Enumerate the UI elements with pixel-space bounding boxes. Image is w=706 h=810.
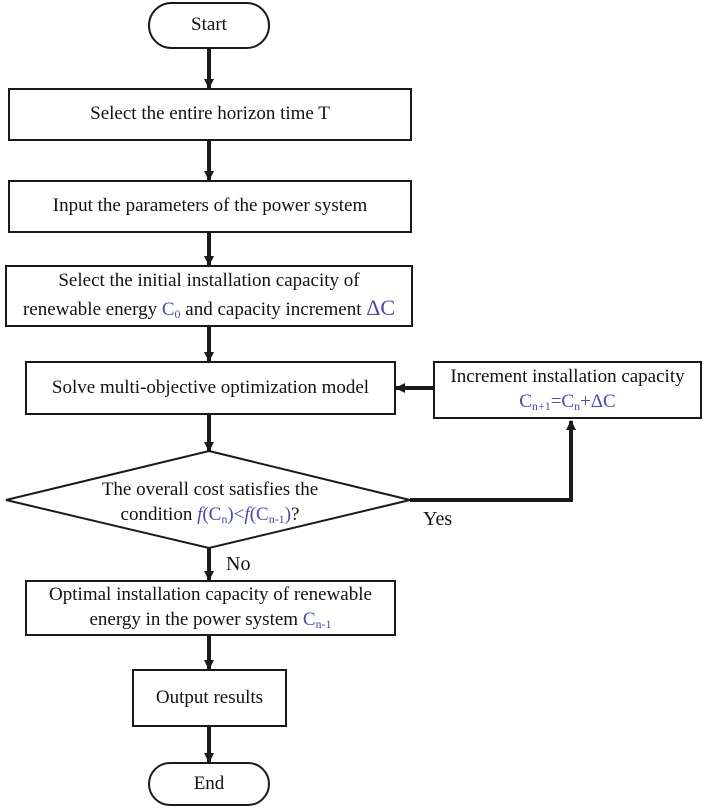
select-horizon-box: Select the entire horizon time T	[8, 88, 412, 141]
c0-subscript: 0	[174, 307, 181, 321]
select-initial-capacity-box: Select the initial installation capacity…	[5, 265, 413, 327]
decision-line1: The overall cost satisfies the	[101, 479, 319, 500]
decision-p2c: )	[284, 503, 292, 525]
optimal-c-base: C	[302, 609, 316, 630]
output-results-label: Output results	[155, 686, 264, 708]
decision-f1: f	[197, 503, 203, 525]
select-horizon-label: Select the entire horizon time T	[90, 103, 330, 125]
delta-c-symbol: ΔC	[366, 295, 396, 320]
increment-eq: =	[550, 391, 562, 412]
increment-s2: n	[574, 399, 581, 413]
optimal-line2: energy in the power system Cn-1	[49, 608, 372, 633]
increment-delta: ΔC	[590, 391, 616, 412]
select-initial-line1: Select the initial installation capacity…	[58, 270, 360, 292]
increment-s1: n+1	[531, 399, 551, 413]
start-terminal: Start	[148, 2, 270, 49]
increment-plus: +	[580, 391, 591, 412]
arrow-yes-to-increment	[410, 420, 576, 502]
increment-c2: C	[561, 391, 575, 412]
select-initial-text-a: renewable energy	[22, 299, 162, 320]
select-initial-text-b: and capacity increment	[180, 299, 367, 320]
optimal-capacity-box: Optimal installation capacity of renewab…	[25, 580, 396, 636]
initial-capacity-symbol: C0	[162, 299, 181, 320]
optimal-c-subscript: n-1	[315, 617, 332, 631]
optimal-capacity-symbol: Cn-1	[303, 609, 332, 630]
no-label: No	[226, 553, 251, 575]
decision-line2: condition f(Cn)<f(Cn-1)?	[80, 503, 340, 528]
decision-s1: n	[221, 511, 228, 526]
decision-lt: <	[233, 503, 245, 525]
decision-diamond	[5, 449, 411, 550]
increment-line1: Increment installation capacity	[450, 366, 685, 388]
increment-formula: Cn+1=Cn+ΔC	[450, 390, 684, 415]
input-parameters-label: Input the parameters of the power system	[52, 195, 368, 217]
yes-label: Yes	[423, 508, 453, 530]
optimal-line1: Optimal installation capacity of renewab…	[49, 584, 372, 606]
output-results-box: Output results	[132, 669, 287, 727]
increment-c1: C	[519, 391, 532, 412]
decision-p1c: )	[227, 503, 234, 525]
decision-p1: (C	[202, 503, 222, 525]
decision-condition-word: condition	[120, 503, 198, 525]
decision-s2: n-1	[268, 511, 285, 526]
decision-p2: (C	[249, 503, 269, 525]
start-label: Start	[191, 14, 227, 36]
increment-capacity-box: Increment installation capacity Cn+1=Cn+…	[433, 361, 702, 419]
solve-model-box: Solve multi-objective optimization model	[25, 361, 396, 415]
end-terminal: End	[148, 762, 270, 806]
solve-model-label: Solve multi-objective optimization model	[51, 376, 370, 398]
optimal-text: energy in the power system	[89, 609, 303, 630]
decision-text: The overall cost satisfies the condition…	[80, 478, 340, 527]
end-label: End	[193, 772, 225, 794]
decision-f2: f	[244, 503, 250, 525]
input-parameters-box: Input the parameters of the power system	[8, 180, 412, 233]
select-initial-line2: renewable energy C0 and capacity increme…	[23, 294, 395, 323]
decision-question: ?	[291, 503, 300, 525]
c0-base: C	[161, 299, 175, 320]
decision-formula: f(Cn)<f(Cn-1)	[197, 504, 291, 525]
